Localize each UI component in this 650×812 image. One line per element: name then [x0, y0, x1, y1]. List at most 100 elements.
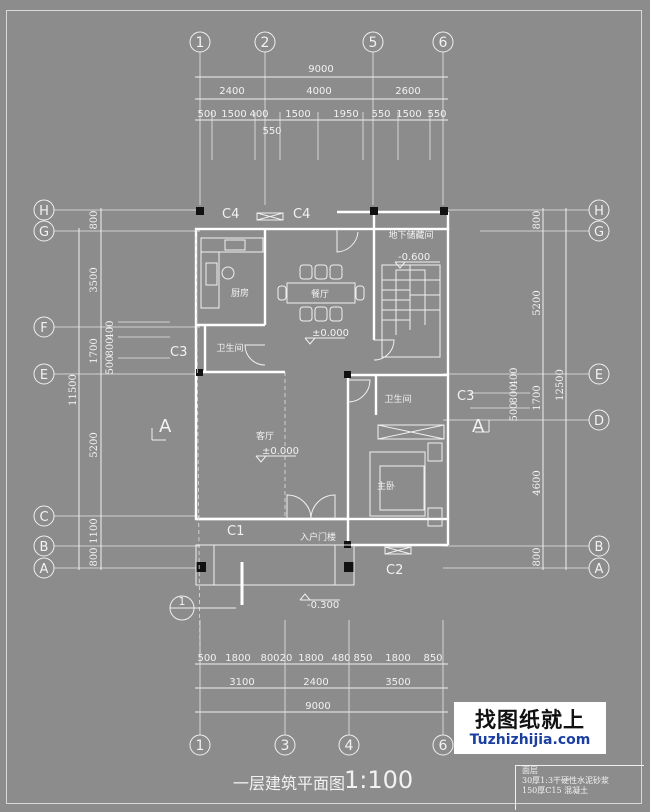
window-c4-b: C4: [293, 207, 310, 222]
dim-right-detail: 500: [509, 402, 520, 421]
room-toilet-2: 卫生间: [384, 393, 411, 405]
dim-left-detail: 5200: [89, 432, 100, 457]
axis-label: A: [595, 562, 604, 577]
construction-notes: 面层 30厚1:3干硬性水泥砂浆 150厚C15 混凝土: [515, 765, 644, 810]
bottom-dimensions: 500 1800 800 20 1800 480 850 1800 850 31…: [195, 620, 448, 735]
axis-bubble-top-1: 1: [189, 31, 211, 53]
axis-label: C: [39, 510, 48, 525]
dim-right-detail: 800: [532, 210, 543, 229]
axis-label: A: [40, 562, 49, 577]
axis-label: B: [40, 540, 49, 555]
axis-bubble-left-E: E: [33, 363, 55, 385]
axis-bubble-bottom-1: 1: [189, 734, 211, 756]
axis-bubble-left-A: A: [33, 557, 55, 579]
axis-bubble-top-2: 2: [254, 31, 276, 53]
dim-bottom-detail: 480: [331, 653, 350, 664]
dim-left-detail: 800: [89, 547, 100, 566]
dim-left-detail: 800: [105, 337, 116, 356]
dim-top-detail: 1950: [333, 109, 358, 120]
level-outside: -0.300: [307, 600, 339, 611]
top-dimensions: 9000 2400 4000 2600 500 1500 400 1500 19…: [195, 64, 448, 160]
axis-bubble-right-B: B: [588, 535, 610, 557]
dim-left-detail: 3500: [89, 267, 100, 292]
dim-bottom-mid-1: 3100: [229, 677, 254, 688]
dim-top-detail: 1500: [396, 109, 421, 120]
room-toilet-1: 卫生间: [216, 342, 243, 354]
dim-left-total: 11500: [68, 374, 79, 406]
axis-label: B: [595, 540, 604, 555]
level-living: ±0.000: [262, 446, 299, 457]
room-storage: 地下储藏间: [388, 229, 433, 241]
room-labels: 厨房 餐厅 地下储藏间 卫生间 卫生间 客厅 主卧 入户门楼: [216, 229, 433, 543]
left-dimensions: 11500 800 3500 1700 500 800 400 5200 110…: [68, 208, 170, 570]
axis-label: E: [595, 368, 603, 383]
bottom-axis-bubbles: 1 3 4 6: [189, 734, 454, 756]
room-bedroom: 主卧: [377, 480, 395, 492]
watermark-site: Tuzhizhijia.com: [469, 732, 591, 748]
window-c3-b: C3: [457, 389, 474, 404]
room-dining: 餐厅: [311, 288, 329, 300]
axis-bubble-top-5: 5: [362, 31, 384, 53]
elevation-marks: -0.600 ±0.000 ±0.000 -0.300: [255, 252, 440, 611]
opening-labels: C4 C4 C3 C3 C1 C2: [170, 207, 474, 578]
axis-bubble-left-F: F: [33, 316, 55, 338]
axis-bubble-bottom-4: 4: [338, 734, 360, 756]
watermark-stamp: 找图纸就上 Tuzhizhijia.com: [454, 702, 606, 754]
dim-bottom-detail: 1800: [225, 653, 250, 664]
dim-left-detail: 1100: [89, 518, 100, 543]
dim-left-detail: 500: [105, 355, 116, 374]
detail-reference: 1: [169, 595, 236, 621]
section-mark-right: A: [472, 416, 485, 437]
axis-bubble-right-H: H: [588, 199, 610, 221]
window-c1: C1: [227, 524, 244, 539]
dim-bottom-detail: 850: [423, 653, 442, 664]
axis-bubble-top-6: 6: [432, 31, 454, 53]
dim-top-mid-1: 2400: [219, 86, 244, 97]
axis-bubble-left-G: G: [33, 220, 55, 242]
axis-bubble-bottom-6: 6: [432, 734, 454, 756]
axis-bubble-bottom-3: 3: [274, 734, 296, 756]
dim-top-detail: 1500: [285, 109, 310, 120]
axis-label: F: [40, 321, 47, 336]
dim-left-detail: 800: [89, 210, 100, 229]
dim-bottom-detail: 20: [280, 653, 293, 664]
axis-bubble-left-B: B: [33, 535, 55, 557]
dim-top-mid-3: 2600: [395, 86, 420, 97]
dim-bottom-detail: 800: [260, 653, 279, 664]
dim-bottom-detail: 850: [353, 653, 372, 664]
axis-label: 5: [369, 35, 378, 51]
window-c3-a: C3: [170, 345, 187, 360]
dim-top-mid-2: 4000: [306, 86, 331, 97]
detail-ref-label: 1: [179, 595, 186, 608]
dim-top-detail: 1500: [221, 109, 246, 120]
dim-bottom-detail: 1800: [298, 653, 323, 664]
axis-label: 4: [345, 738, 354, 754]
window-c2: C2: [386, 563, 403, 578]
dim-top-detail: 550: [371, 109, 390, 120]
room-living: 客厅: [256, 430, 274, 442]
room-entry: 入户门楼: [300, 531, 336, 543]
dim-right-detail: 400: [509, 367, 520, 386]
axis-bubble-right-D: D: [588, 409, 610, 431]
axis-bubble-right-E: E: [588, 363, 610, 385]
note-line: 30厚1:3干硬性水泥砂浆: [522, 776, 610, 785]
dim-bottom-detail: 1800: [385, 653, 410, 664]
axis-label: 2: [261, 35, 270, 51]
dim-bottom-detail: 500: [197, 653, 216, 664]
right-axis-bubbles: H G E D B A: [443, 199, 610, 579]
right-dimensions: 12500 800 5200 500 800 400 1700 4600 800: [470, 208, 567, 570]
watermark-brand: 找图纸就上: [475, 708, 585, 732]
dim-top-detail: 500: [197, 109, 216, 120]
dim-right-total: 12500: [555, 369, 566, 401]
axis-label: 6: [439, 35, 448, 51]
axis-label: G: [594, 225, 604, 240]
dim-left-detail: 400: [105, 320, 116, 339]
dim-left-detail: 1700: [89, 338, 100, 363]
dim-top-total: 9000: [308, 64, 333, 75]
dim-top-sub: 550: [262, 126, 281, 137]
axis-label: 6: [439, 738, 448, 754]
dim-bottom-mid-3: 3500: [385, 677, 410, 688]
axis-bubble-left-C: C: [33, 505, 55, 527]
axis-bubble-right-A: A: [588, 557, 610, 579]
